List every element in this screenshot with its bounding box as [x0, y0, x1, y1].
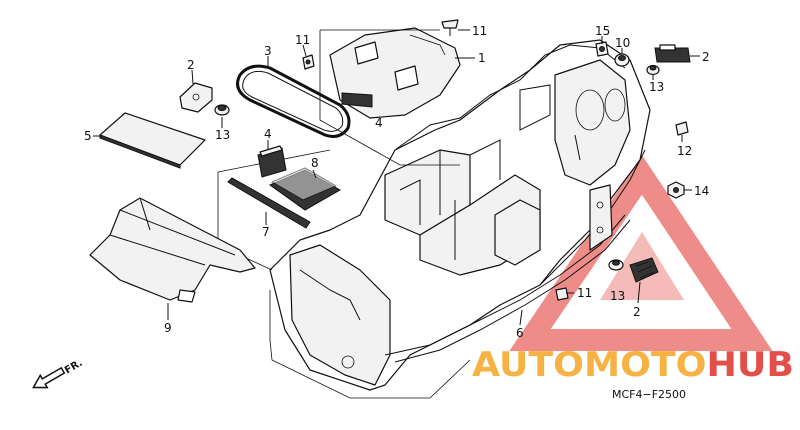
part-13-grommet-right [646, 64, 660, 76]
front-direction-arrow: FR. [32, 358, 85, 389]
part-10-collar [614, 53, 630, 67]
part-8-pad [268, 167, 342, 211]
callout-2b: 2 [702, 50, 710, 64]
callout-10: 10 [615, 36, 630, 50]
callout-11: 11 [295, 33, 310, 47]
leader-8 [312, 169, 317, 179]
part-1-box [319, 29, 460, 166]
callout-labels: 1 2 3 4 5 6 7 8 9 10 11 12 13 15 14 2 13… [84, 24, 710, 340]
part-7-strip [227, 177, 311, 229]
leader-2a [191, 69, 194, 85]
part-4-pad-small [257, 145, 287, 178]
leader-11a [302, 44, 307, 57]
leader-6 [519, 309, 523, 326]
part-1-latch-cover [329, 27, 461, 119]
part-15-bolt [595, 41, 609, 57]
callout-2: 2 [187, 58, 195, 72]
part-13-grommet-lower [608, 259, 624, 271]
callout-6: 6 [516, 326, 524, 340]
part-9-tray [89, 197, 256, 303]
part-11-bolt-mid [302, 54, 315, 70]
callout-5: 5 [84, 129, 92, 143]
callout-11b: 11 [472, 24, 487, 38]
part-11-rivet-top [441, 19, 459, 36]
front-label: FR. [63, 358, 85, 377]
part-2-clip-right [654, 44, 691, 63]
callout-13c: 13 [610, 289, 625, 303]
callout-14: 14 [694, 184, 709, 198]
callout-13b: 13 [649, 80, 664, 94]
part-2-clip-lower [629, 257, 659, 283]
leader-2c [637, 281, 641, 304]
callout-3: 3 [264, 44, 272, 58]
part-3-seal-strip [236, 64, 351, 138]
part-12-nut [675, 121, 689, 142]
callout-15: 15 [595, 24, 610, 38]
callout-4: 4 [375, 116, 383, 130]
part-11-bolt-lower [555, 287, 574, 301]
rear-fender-tray [269, 39, 651, 391]
callout-12: 12 [677, 144, 692, 158]
callout-2c: 2 [633, 305, 641, 319]
callout-9: 9 [164, 321, 172, 335]
callout-8: 8 [311, 156, 319, 170]
part-5-pad [99, 112, 206, 169]
callout-11c: 11 [577, 286, 592, 300]
part-14-nut [667, 181, 685, 199]
diagram-code: MCF4−F2500 [612, 388, 686, 401]
callout-13: 13 [215, 128, 230, 142]
part-13-grommet-left [214, 104, 230, 116]
part-2-clip-left [179, 82, 213, 113]
callout-7: 7 [262, 225, 270, 239]
callout-4b: 4 [264, 127, 272, 141]
callout-1: 1 [478, 51, 486, 65]
